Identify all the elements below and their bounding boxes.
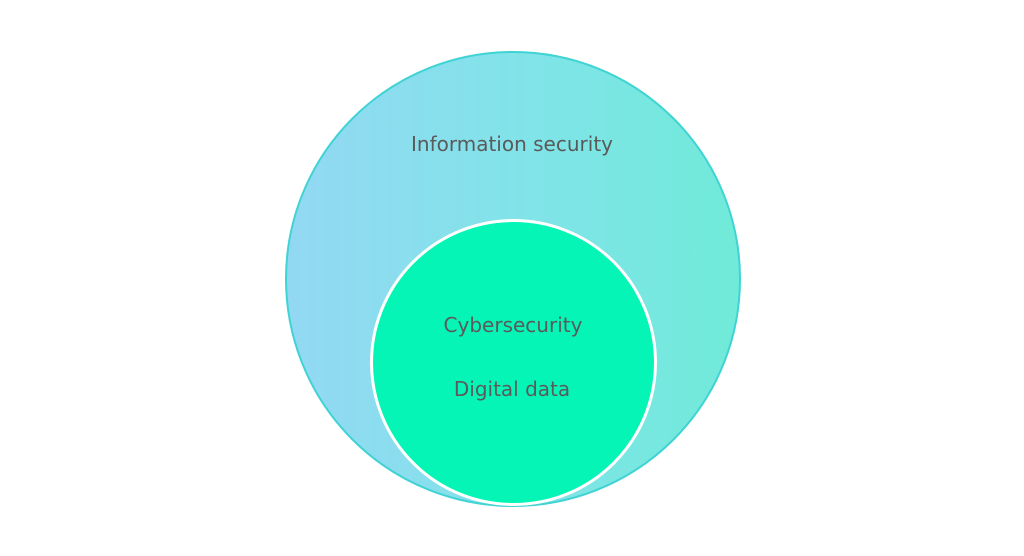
digital-data-label: Digital data	[453, 377, 571, 401]
cybersecurity-circle	[370, 219, 657, 506]
information-security-label: Information security	[411, 132, 613, 156]
cybersecurity-label: Cybersecurity	[443, 313, 583, 337]
